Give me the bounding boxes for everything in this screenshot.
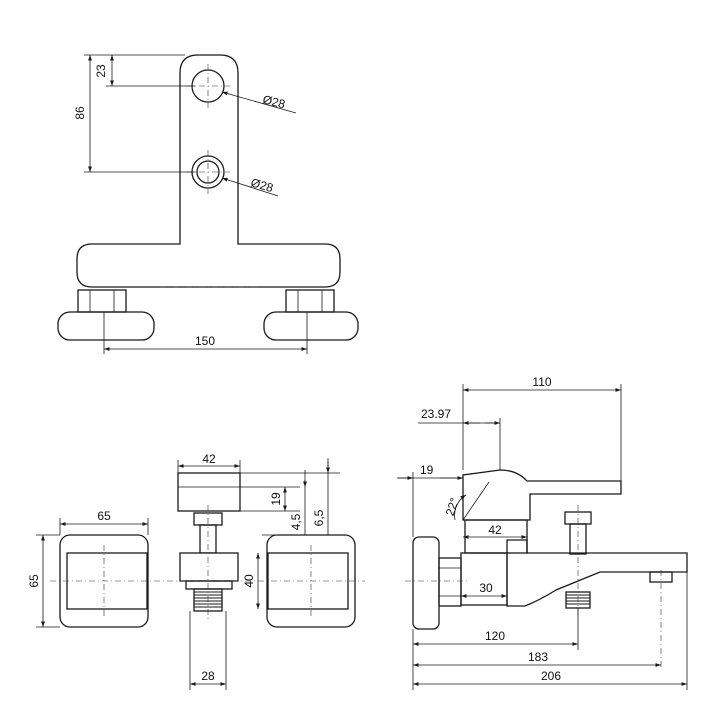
- side-lever: [462, 469, 622, 521]
- side-spout: [506, 539, 688, 607]
- side-dim-19-label: 19: [420, 463, 434, 477]
- left-hex-nut: [77, 289, 127, 313]
- front-dim-6-5-label: 6,5: [312, 509, 326, 526]
- side-hex-nut: [438, 557, 462, 607]
- front-dim-42-label: 42: [202, 452, 216, 466]
- front-dim-4-5-label: 4,5: [289, 513, 303, 530]
- mixer-body: [179, 552, 239, 582]
- dim-86-label: 86: [73, 106, 87, 120]
- side-dim-206-label: 206: [541, 669, 561, 683]
- side-wall-flange: [412, 536, 440, 630]
- front-dim-28-label: 28: [201, 669, 215, 683]
- side-body: [460, 552, 508, 606]
- lower-diameter-label: Ø28: [249, 175, 275, 195]
- side-dim-120-label: 120: [485, 629, 505, 643]
- top-view-body-outline: [76, 54, 341, 288]
- front-dim-19-label: 19: [269, 492, 283, 506]
- side-angle-22-label: 22°: [443, 496, 462, 518]
- side-dim-42-label: 42: [488, 523, 502, 537]
- right-hex-nut: [285, 289, 335, 313]
- lower-port-inner-circle: [196, 160, 220, 184]
- side-dim-23-97-label: 23.97: [421, 407, 451, 421]
- front-dim-40-label: 40: [242, 574, 256, 588]
- dim-23-label: 23: [94, 64, 108, 78]
- top-view: 23 86 Ø28 Ø28 150: [57, 54, 359, 354]
- side-dim-183-label: 183: [528, 650, 548, 664]
- side-view: 110 23.97 19 22° 42 30 120 183 206: [397, 375, 688, 690]
- lever-block: [177, 472, 241, 512]
- upper-diameter-label: Ø28: [261, 92, 287, 111]
- side-dim-30-label: 30: [479, 581, 493, 595]
- right-wall-flange: [263, 311, 359, 341]
- side-dim-110-label: 110: [532, 375, 551, 389]
- front-view: 42 65 65 19 4,5 6,5 40 28: [27, 452, 365, 690]
- front-dim-65-height-label: 65: [27, 574, 41, 588]
- front-dim-65-width-label: 65: [97, 509, 111, 523]
- left-wall-flange: [57, 311, 155, 341]
- dim-150-label: 150: [195, 334, 215, 348]
